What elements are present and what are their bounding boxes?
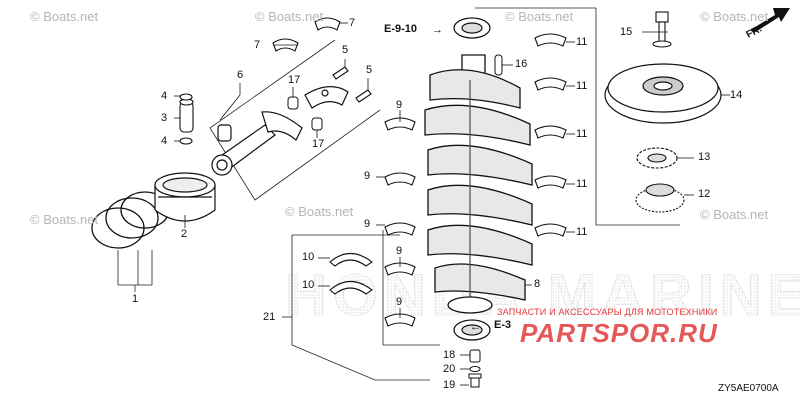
drive-gear: [635, 183, 685, 213]
callout-18[interactable]: 18: [443, 349, 456, 361]
callout-7[interactable]: 7: [349, 17, 356, 29]
callout-5[interactable]: 5: [366, 64, 373, 76]
woodruff-key: [494, 54, 503, 76]
reference-arrow-icon: ←: [470, 321, 481, 333]
diagram-code: ZY5AE0700A: [718, 383, 779, 394]
callout-20[interactable]: 20: [443, 363, 456, 375]
pulley: [604, 63, 722, 124]
callout-13[interactable]: 13: [698, 151, 711, 163]
callout-14[interactable]: 14: [730, 89, 743, 101]
callout-2[interactable]: 2: [181, 228, 188, 240]
callout-7[interactable]: 7: [254, 39, 261, 51]
piston: [154, 172, 216, 222]
callout-leaders: [174, 22, 730, 386]
reference-e-9-10[interactable]: E-9-10: [384, 23, 418, 35]
watermark: © Boats.net: [700, 207, 769, 222]
store-name: PARTSPOR.RU: [520, 318, 718, 348]
store-tagline: ЗАПЧАСТИ И АКСЕССУАРЫ ДЛЯ МОТОТЕХНИКИ: [497, 307, 718, 317]
callout-11[interactable]: 11: [576, 226, 588, 238]
callout-9[interactable]: 9: [396, 245, 403, 257]
callout-12[interactable]: 12: [698, 188, 711, 200]
watermark: © Boats.net: [700, 9, 769, 24]
callout-10[interactable]: 10: [302, 251, 315, 263]
watermark: © Boats.net: [255, 9, 324, 24]
callout-19[interactable]: 19: [443, 379, 456, 391]
background-logo: HONDA MARINE: [285, 263, 800, 329]
logo-word-1: HONDA MARINE: [285, 263, 800, 328]
callout-8[interactable]: 8: [534, 278, 541, 290]
callout-9[interactable]: 9: [364, 218, 371, 230]
callout-9[interactable]: 9: [396, 99, 403, 111]
dowel-pins: [287, 96, 323, 131]
rod-cap: [304, 86, 349, 109]
upper-bearings: [534, 33, 567, 237]
callout-11[interactable]: 11: [576, 178, 588, 190]
callout-4[interactable]: 4: [161, 135, 168, 147]
rod-bolts: [332, 66, 372, 103]
callout-15[interactable]: 15: [620, 26, 633, 38]
callout-11[interactable]: 11: [576, 36, 588, 48]
reference-arrow-icon: →: [432, 24, 443, 36]
callout-10[interactable]: 10: [302, 279, 315, 291]
oil-seals: [453, 17, 491, 341]
callout-3[interactable]: 3: [161, 112, 168, 124]
callout-4[interactable]: 4: [161, 90, 168, 102]
oil-plug-parts: [468, 349, 482, 388]
callout-11[interactable]: 11: [576, 128, 588, 140]
timing-sprocket: [636, 147, 678, 169]
watermark: © Boats.net: [30, 9, 99, 24]
watermark: © Boats.net: [30, 212, 99, 227]
callout-5[interactable]: 5: [342, 44, 349, 56]
callout-11[interactable]: 11: [576, 80, 588, 92]
crankshaft: [424, 54, 533, 314]
watermark: © Boats.net: [285, 204, 354, 219]
callout-17[interactable]: 17: [312, 138, 325, 150]
reference-e-3[interactable]: E-3: [494, 319, 512, 331]
callout-16[interactable]: 16: [515, 58, 528, 70]
leader-lines: [117, 7, 680, 381]
callout-17[interactable]: 17: [288, 74, 301, 86]
main-bearings: [384, 117, 416, 327]
pulley-bolt: [652, 11, 672, 48]
callout-9[interactable]: 9: [396, 296, 403, 308]
piston-pin: [179, 93, 194, 145]
callout-21[interactable]: 21: [263, 311, 276, 323]
watermark: © Boats.net: [505, 9, 574, 24]
direction-arrow: [750, 8, 790, 33]
callout-6[interactable]: 6: [237, 69, 244, 81]
connecting-rod: [211, 111, 303, 176]
callout-1[interactable]: 1: [132, 293, 139, 305]
callout-9[interactable]: 9: [364, 170, 371, 182]
thrust-washers: [329, 252, 373, 295]
